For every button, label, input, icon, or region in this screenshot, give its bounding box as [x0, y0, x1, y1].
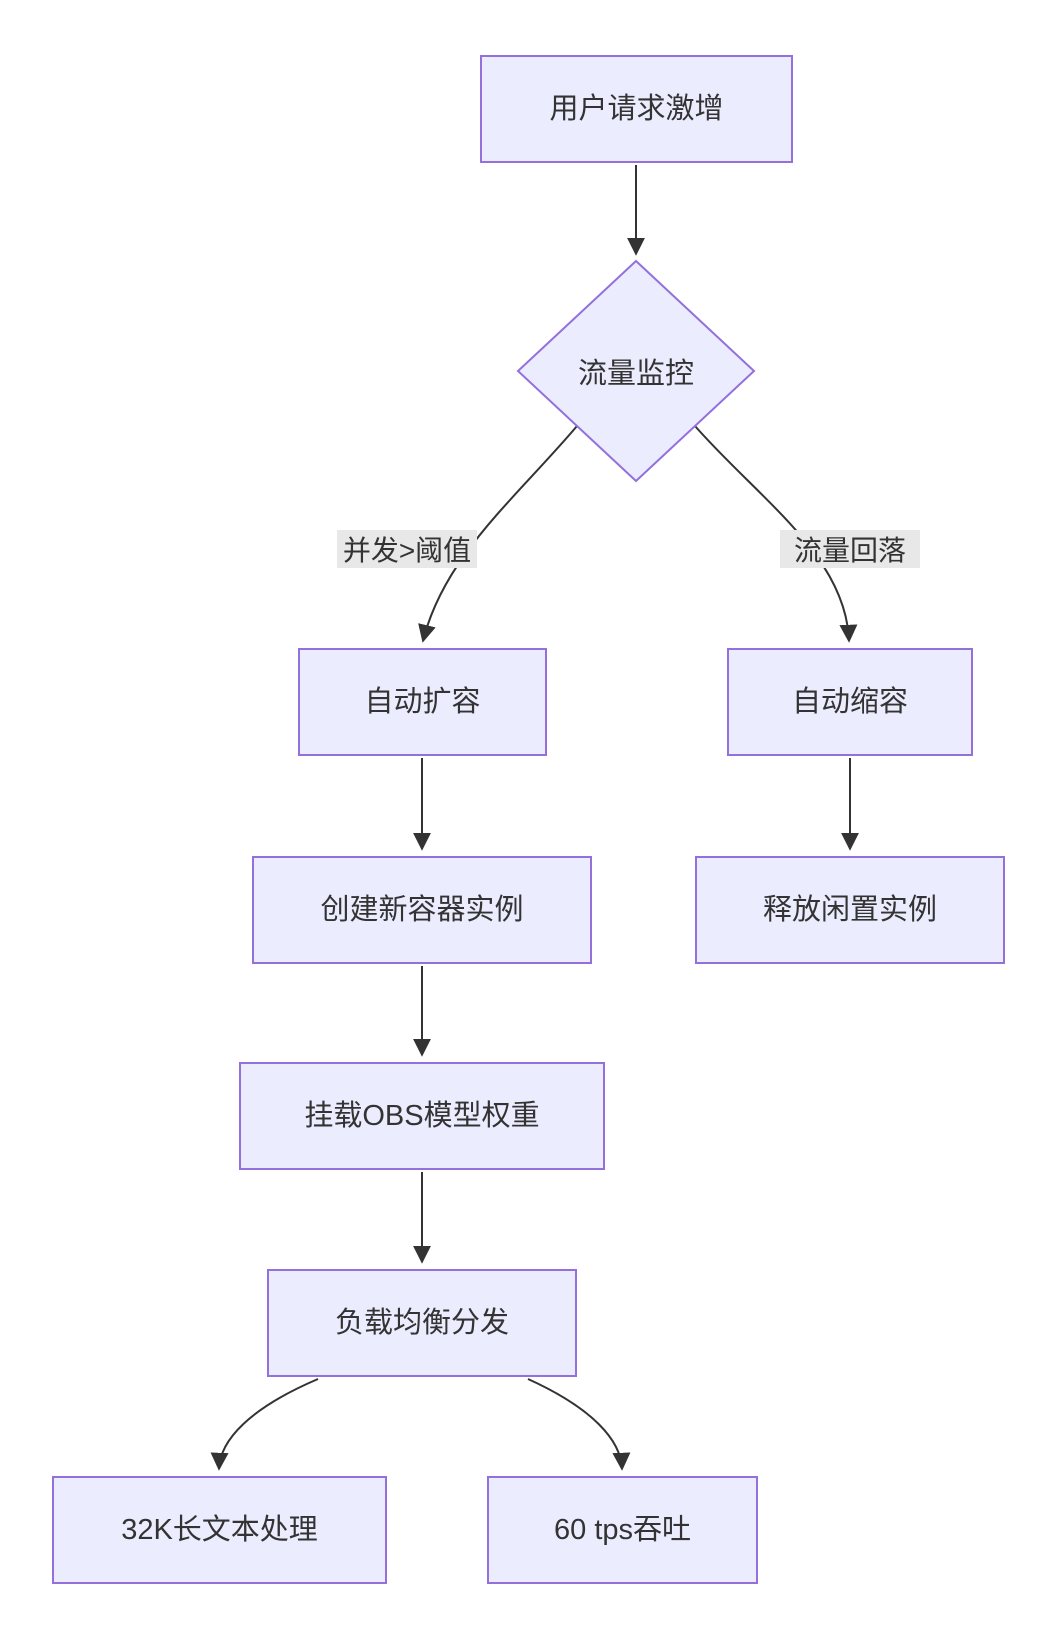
edge-load-balance-to-throughput: [527, 1378, 631, 1471]
node-release-instance-label: 释放闲置实例: [762, 893, 937, 926]
node-user-surge: 用户请求激增: [480, 55, 793, 163]
node-auto-scale-up-label: 自动扩容: [364, 685, 481, 718]
node-auto-scale-up: 自动扩容: [298, 648, 547, 756]
edge-label-concurrency-over-threshold-text: 并发>阈值: [342, 535, 472, 566]
edge-load-balance-to-long-text: [210, 1378, 319, 1471]
edge-label-traffic-drop-text: 流量回落: [793, 535, 906, 566]
node-create-instance: 创建新容器实例: [252, 856, 592, 964]
node-auto-scale-down-label: 自动缩容: [791, 685, 908, 718]
traffic-monitor-diamond: [516, 259, 756, 483]
node-create-instance-label: 创建新容器实例: [320, 893, 524, 926]
node-traffic-monitor: 流量监控: [518, 321, 754, 421]
node-throughput-label: 60 tps吞吐: [554, 1513, 691, 1546]
node-mount-obs: 挂载OBS模型权重: [239, 1062, 605, 1170]
node-auto-scale-down: 自动缩容: [727, 648, 973, 756]
edge-traffic-monitor-to-auto-scale-down: [694, 425, 858, 643]
node-mount-obs-label: 挂载OBS模型权重: [304, 1099, 540, 1132]
edge-traffic-monitor-to-auto-scale-up: [418, 425, 578, 643]
node-load-balance: 负载均衡分发: [267, 1269, 577, 1377]
node-release-instance: 释放闲置实例: [695, 856, 1005, 964]
edge-label-concurrency-over-threshold: 并发>阈值: [337, 530, 477, 568]
node-long-text-label: 32K长文本处理: [121, 1513, 318, 1546]
node-traffic-monitor-label: 流量监控: [577, 358, 694, 390]
node-throughput: 60 tps吞吐: [487, 1476, 758, 1584]
node-load-balance-label: 负载均衡分发: [334, 1306, 509, 1339]
node-user-surge-label: 用户请求激增: [549, 92, 724, 125]
node-long-text: 32K长文本处理: [52, 1476, 387, 1584]
edge-label-traffic-drop: 流量回落: [780, 530, 920, 568]
